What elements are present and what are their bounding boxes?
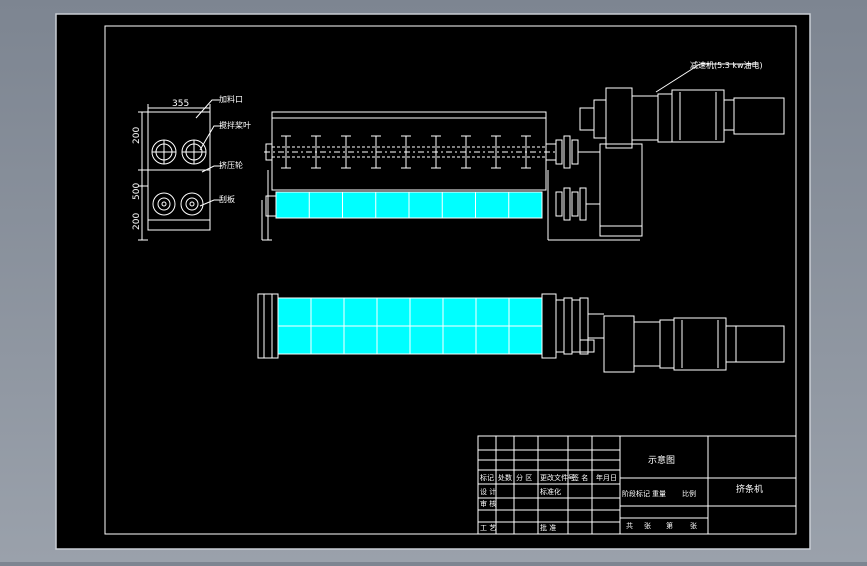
row-check-0: 审 核: [480, 499, 496, 508]
gearbox-housing: [599, 143, 643, 237]
press-rolls-plan: [277, 297, 543, 355]
rev-hdr-3: 更改文件号: [540, 473, 575, 482]
part-name: 挤条机: [736, 483, 763, 495]
rev-hdr-5: 年月日: [596, 473, 617, 482]
stage-hdr-2: 比例: [682, 489, 696, 498]
mixer-paddles: [281, 135, 531, 169]
dim-h-mid: 500: [132, 183, 142, 200]
drawing-sheet: [55, 13, 811, 550]
section-view: [138, 99, 222, 241]
dim-h-bot: 200: [132, 213, 142, 230]
sheets-3: 张: [690, 521, 697, 530]
plan-motor-fan: [735, 325, 785, 363]
dim-h-top: 200: [132, 127, 142, 144]
row-process-2: 批 准: [540, 523, 556, 532]
press-roll-right: [180, 192, 204, 216]
label-mixer-shaft: 搅拌桨叶: [219, 120, 251, 130]
rev-hdr-4: 签 名: [572, 473, 588, 482]
label-inlet: 加料口: [219, 94, 243, 104]
dim-width: 355: [172, 99, 189, 109]
plan-view: [257, 293, 785, 373]
drawing-border: [104, 25, 797, 535]
stage-hdr-1: 重量: [652, 490, 666, 498]
press-rolls-front: [275, 191, 543, 219]
stage-hdr-0: 阶段标记: [622, 489, 650, 498]
label-blade: 刮板: [219, 194, 235, 204]
housing-outline: [147, 111, 211, 231]
sheets-1: 张: [644, 521, 651, 530]
label-press-roller: 挤压轮: [219, 160, 243, 170]
sheet-label: 示意图: [648, 454, 675, 466]
label-motor: 减速机(5.3 kw油电): [690, 60, 763, 70]
title-block: [477, 435, 797, 535]
rev-hdr-0: 标记: [480, 473, 494, 482]
rev-hdr-2: 分 区: [516, 473, 532, 482]
sheets-2: 第: [666, 521, 673, 530]
motor-fan: [733, 97, 785, 135]
row-process-0: 工 艺: [480, 524, 496, 532]
press-roll-left: [152, 192, 176, 216]
sheets-0: 共: [626, 521, 633, 530]
row-design-0: 设 计: [480, 487, 496, 496]
rev-hdr-1: 处数: [498, 473, 512, 482]
row-design-2: 标准化: [540, 487, 561, 496]
front-view: [261, 63, 785, 241]
